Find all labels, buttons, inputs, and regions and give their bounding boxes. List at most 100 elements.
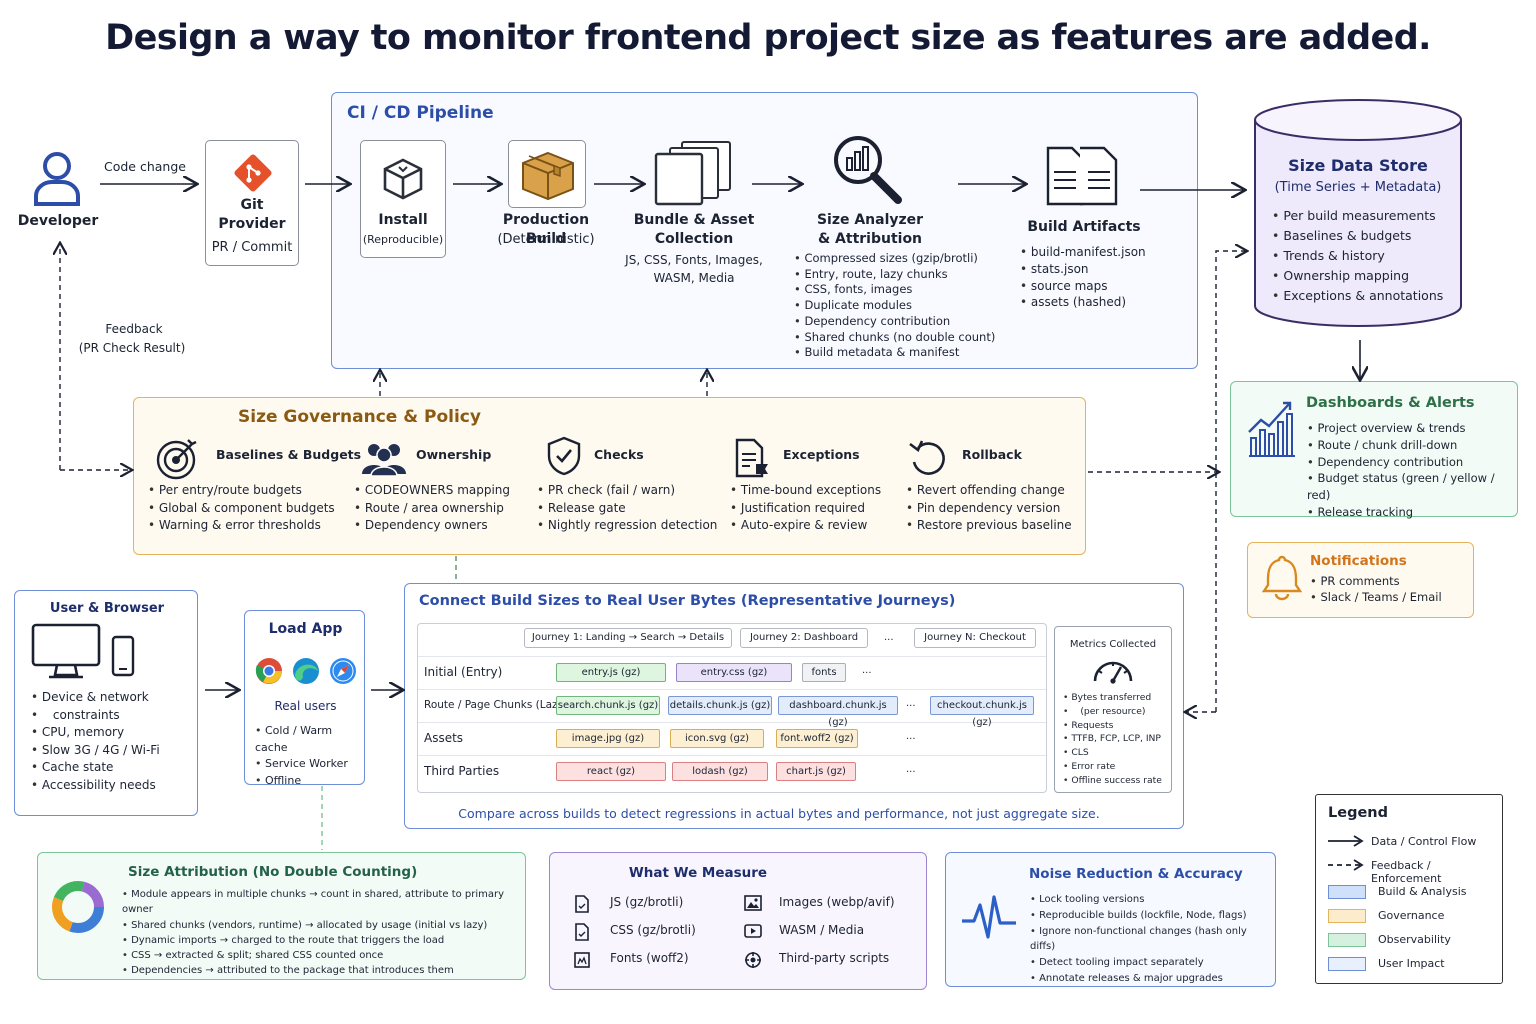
- measure-js: JS (gz/brotli): [610, 895, 684, 909]
- row-label-chunks: Route / Page Chunks (Lazy): [424, 699, 568, 711]
- list-item: Release gate: [537, 500, 717, 518]
- list-item-continued: (per resource): [1063, 705, 1162, 719]
- list-item: Baselines & budgets: [1272, 226, 1443, 246]
- legend-panel: Legend Data / Control Flow Feedback / En…: [1315, 794, 1503, 984]
- list-item: CPU, memory: [31, 724, 160, 742]
- attribution-panel: Size Attribution (No Double Counting) Mo…: [37, 852, 526, 980]
- journey-tab-2[interactable]: Journey 2: Dashboard: [740, 628, 868, 648]
- gov-list-checks: PR check (fail / warn) Release gate Nigh…: [537, 482, 717, 535]
- gov-list-ownership: CODEOWNERS mapping Route / area ownershi…: [354, 482, 510, 535]
- chip-entry-css: entry.css (gz): [676, 663, 792, 682]
- load-app-panel: Load App Real users Cold / Warm cache Se…: [244, 610, 365, 787]
- developer-icon: [30, 148, 84, 210]
- measure-wasm: WASM / Media: [779, 923, 865, 937]
- chip-lodash: lodash (gz): [672, 762, 768, 781]
- list-item: Route / area ownership: [354, 500, 510, 518]
- trend-chart-icon: [1245, 398, 1297, 464]
- legend-arrows: [1328, 835, 1364, 871]
- attr-title: Size Attribution (No Double Counting): [128, 864, 418, 880]
- connect-title: Connect Build Sizes to Real User Bytes (…: [419, 593, 956, 609]
- analyzer-title-1: Size Analyzer: [816, 212, 924, 228]
- notifications-panel: Notifications PR comments Slack / Teams …: [1247, 542, 1474, 618]
- legend-governance-label: Governance: [1378, 909, 1445, 922]
- row-divider: [418, 689, 1046, 690]
- gov-col-title-budgets: Baselines & Budgets: [216, 447, 362, 462]
- chip-entry-js: entry.js (gz): [556, 663, 666, 682]
- measure-third-party: Third-party scripts: [779, 951, 890, 965]
- list-item: Warning & error thresholds: [148, 517, 335, 535]
- measure-images: Images (webp/avif): [779, 895, 895, 909]
- user-list: Device & network constraints CPU, memory…: [31, 689, 160, 795]
- donut-chart-icon: [50, 879, 106, 939]
- list-item: Nightly regression detection: [537, 517, 717, 535]
- list-item: Dependency contribution: [1307, 454, 1517, 471]
- package-box-icon: [519, 149, 577, 205]
- third-party-icon: [744, 951, 762, 973]
- git-sub: PR / Commit: [211, 240, 293, 255]
- list-item: CSS → extracted & split; shared CSS coun…: [122, 948, 525, 963]
- list-item: Build metadata & manifest: [794, 345, 995, 361]
- list-item: Detect tooling impact separately: [1030, 955, 1275, 971]
- cicd-pipeline-panel: CI / CD Pipeline: [331, 92, 1198, 369]
- list-item: build-manifest.json: [1020, 244, 1146, 261]
- journey-tab-1[interactable]: Journey 1: Landing → Search → Details: [524, 628, 732, 648]
- magnifier-chart-icon: [830, 132, 910, 208]
- analyzer-title-2: & Attribution: [817, 231, 923, 247]
- list-item: CODEOWNERS mapping: [354, 482, 510, 500]
- list-item: Reproducible builds (lockfile, Node, fla…: [1030, 908, 1275, 924]
- gov-col-title-exceptions: Exceptions: [783, 447, 860, 462]
- list-item: Entry, route, lazy chunks: [794, 267, 995, 283]
- git-title-1: Git: [240, 197, 264, 213]
- gov-list-budgets: Per entry/route budgets Global & compone…: [148, 482, 335, 535]
- cube-icon: [379, 155, 427, 207]
- list-item: Exceptions & annotations: [1272, 286, 1443, 306]
- gov-col-title-checks: Checks: [594, 447, 644, 462]
- list-item: Auto-expire & review: [730, 517, 881, 535]
- list-item: Per entry/route budgets: [148, 482, 335, 500]
- css-file-icon: [574, 923, 590, 945]
- list-item: Restore previous baseline: [906, 517, 1072, 535]
- journey-tab-n[interactable]: Journey N: Checkout: [914, 628, 1036, 648]
- js-file-icon: [574, 895, 590, 917]
- install-box: Install (Reproducible): [360, 140, 446, 258]
- legend-swatch-observability: [1328, 933, 1366, 947]
- shield-check-icon: [547, 436, 581, 480]
- list-item: Slack / Teams / Email: [1310, 589, 1441, 605]
- list-item: Per build measurements: [1272, 206, 1443, 226]
- bundle-sub-2: WASM, Media: [653, 271, 735, 285]
- row-divider: [418, 656, 1046, 657]
- chip-dashboard-chunk: dashboard.chunk.js (gz): [778, 696, 898, 728]
- list-item: Project overview & trends: [1307, 420, 1517, 437]
- dashboards-panel: Dashboards & Alerts Project overview & t…: [1230, 381, 1518, 519]
- gov-col-title-rollback: Rollback: [962, 447, 1022, 462]
- bell-icon: [1261, 553, 1303, 605]
- legend-swatch-user: [1328, 957, 1366, 971]
- build-sub: (Deterministic): [497, 232, 595, 247]
- list-item: Offline success rate: [1063, 774, 1162, 788]
- gov-col-title-ownership: Ownership: [416, 447, 492, 462]
- monitor-phone-icon: [31, 623, 141, 685]
- store-subtitle: (Time Series + Metadata): [1274, 180, 1442, 195]
- analyzer-list: Compressed sizes (gzip/brotli) Entry, ro…: [794, 251, 995, 361]
- load-title: Load App: [268, 621, 343, 637]
- gov-list-rollback: Revert offending change Pin dependency v…: [906, 482, 1072, 535]
- attr-list: Module appears in multiple chunks → coun…: [122, 887, 525, 979]
- list-item: Shared chunks (no double count): [794, 330, 995, 346]
- list-item: Cache state: [31, 759, 160, 777]
- list-item: Annotate releases & major upgrades: [1030, 971, 1275, 987]
- list-item: Dependency contribution: [794, 314, 995, 330]
- store-title: Size Data Store: [1288, 156, 1428, 175]
- waveform-icon: [960, 893, 1018, 945]
- list-item: Trends & history: [1272, 246, 1443, 266]
- dash-title: Dashboards & Alerts: [1306, 395, 1475, 411]
- git-title-2: Provider: [218, 216, 286, 232]
- list-item: Service Worker: [255, 756, 364, 773]
- chip-ellipsis: ...: [862, 665, 872, 676]
- bundle-sub-1: JS, CSS, Fonts, Images,: [625, 253, 763, 267]
- bundle-title-1: Bundle & Asset: [633, 212, 755, 228]
- target-icon: [154, 436, 198, 484]
- list-item: CSS, fonts, images: [794, 282, 995, 298]
- list-item: Cold / Warm cache: [255, 723, 364, 756]
- legend-swatch-build: [1328, 885, 1366, 899]
- feedback-label: Feedback: [105, 322, 163, 336]
